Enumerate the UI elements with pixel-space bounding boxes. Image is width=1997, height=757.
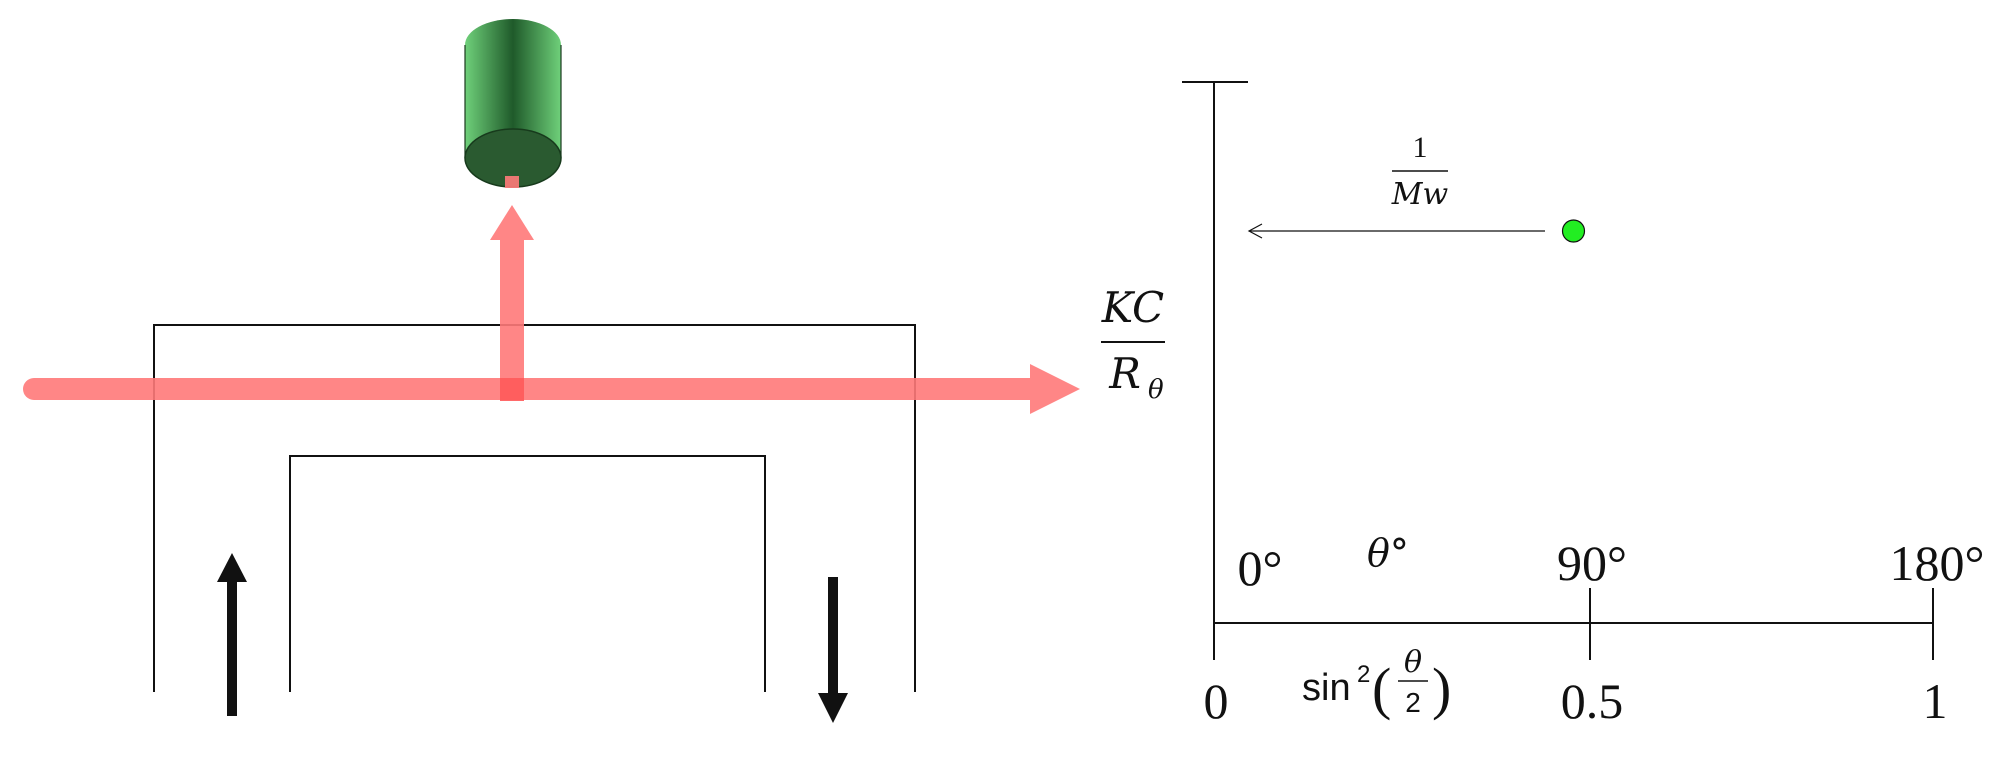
detector-cylinder-icon (464, 19, 562, 188)
value-tick-0.5: 0.5 (1561, 673, 1624, 729)
svg-text:θ: θ (1148, 375, 1164, 405)
value-tick-0: 0 (1204, 673, 1229, 729)
svg-text:R: R (1108, 349, 1141, 398)
x-axis-top-label: θ° (1367, 531, 1409, 575)
data-point (1561, 219, 1586, 243)
flow-up-arrow-icon (217, 553, 247, 716)
svg-text:2: 2 (1405, 687, 1421, 718)
outer-flow-channel (153, 324, 916, 692)
svg-text:Mw: Mw (1391, 177, 1449, 212)
angle-tick-0: 0° (1238, 540, 1283, 596)
svg-text:θ: θ (1404, 645, 1422, 680)
zimm-plot: KC R θ 1 Mw θ° 0° 90° 180° 0 0.5 1 si (1101, 81, 1985, 729)
laser-beam-arrow-icon (23, 364, 1080, 414)
x-axis-bottom-label: sin 2 ( θ 2 ) (1302, 645, 1451, 721)
flow-down-arrow-icon (818, 577, 848, 723)
svg-text:KC: KC (1101, 283, 1164, 332)
y-axis-label: KC R θ (1101, 283, 1165, 405)
svg-text:2: 2 (1357, 661, 1370, 688)
value-tick-1: 1 (1923, 673, 1948, 729)
scattered-light-arrow-icon (490, 205, 534, 401)
extrapolation-arrow (1247, 223, 1545, 239)
angle-tick-90: 90° (1557, 535, 1627, 591)
intercept-label: 1 Mw (1391, 131, 1449, 212)
angle-tick-180: 180° (1890, 535, 1985, 591)
svg-text:): ) (1432, 656, 1451, 721)
svg-text:1: 1 (1413, 131, 1428, 164)
svg-text:sin: sin (1302, 667, 1351, 709)
flow-cell-setup (23, 19, 1080, 723)
inner-flow-channel (289, 455, 766, 692)
svg-text:(: ( (1372, 656, 1391, 721)
